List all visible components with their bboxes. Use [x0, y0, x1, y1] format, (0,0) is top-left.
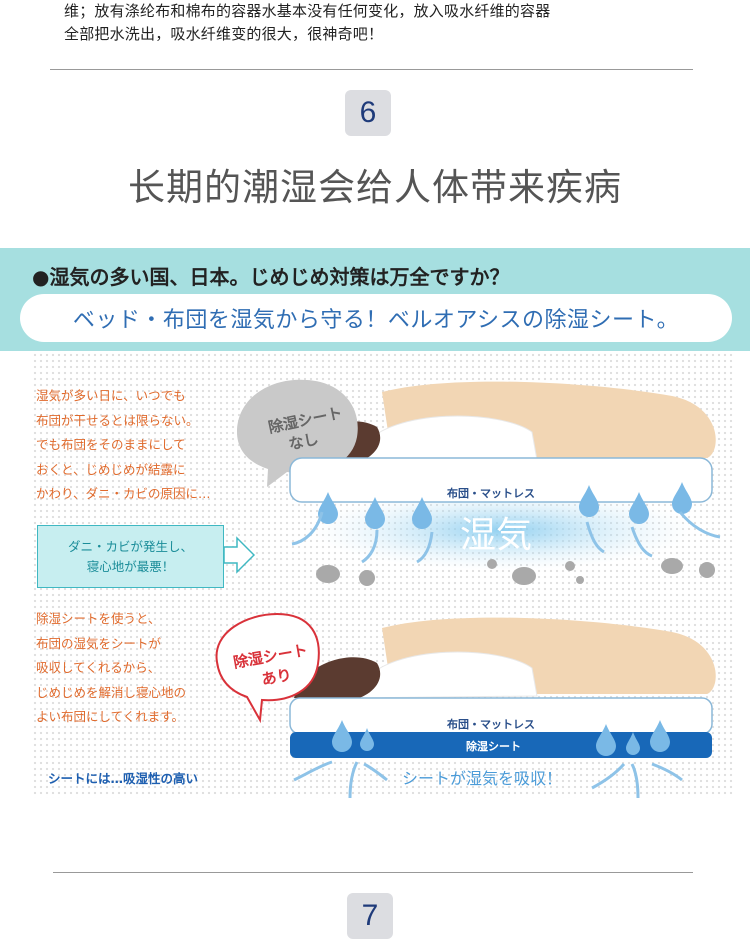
water-drop-icon	[332, 720, 352, 752]
curved-arrow-icon	[363, 762, 388, 782]
mold-spot-icon	[699, 562, 715, 578]
mite-icon	[661, 558, 683, 574]
top-divider	[50, 69, 693, 70]
mold-spot-icon	[487, 559, 497, 569]
next-section-number: 7	[361, 899, 379, 932]
water-drop-icon	[596, 724, 616, 756]
curved-arrow-icon	[678, 511, 721, 539]
humidity-label: 湿気	[460, 515, 532, 556]
mites-warning-box: ダニ・カビが発生し、 寝心地が最悪！	[37, 525, 224, 588]
note-without-sheet: 湿気が多い日に、いつでも 布団が干せるとは限らない。 でも布団をそのままにして …	[36, 384, 211, 507]
note-with-sheet: 除湿シートを使うと、 布団の湿気をシートが 吸収してくれるから、 じめじめを解消…	[36, 607, 186, 730]
note-line: 除湿シートを使うと、	[36, 611, 161, 626]
mite-icon	[512, 567, 536, 585]
curved-arrow-icon	[630, 763, 640, 798]
mold-spot-icon	[359, 570, 375, 586]
mite-icon	[316, 565, 340, 583]
bubble-with-line-2: あり	[260, 666, 293, 689]
curved-arrow-icon	[361, 529, 379, 564]
intro-line-2: 全部把水洗出，吸水纤维变的很大，很神奇吧！	[64, 25, 384, 43]
section-number: 6	[359, 96, 377, 129]
note-line: 吸収してくれるから、	[36, 660, 161, 675]
sheet-tip: シートには…吸湿性の高い	[48, 771, 199, 786]
moisture-arrows-top	[291, 511, 721, 564]
note-line: 布団が干せるとは限らない。	[36, 412, 199, 428]
warning-line-1: ダニ・カビが発生し、	[67, 538, 193, 554]
curved-arrow-icon	[630, 526, 653, 558]
banner: ●湿気の多い国、日本。じめじめ対策は万全ですか？ ベッド・布団を湿気から守る！ベ…	[0, 248, 750, 351]
curved-arrow-icon	[651, 762, 683, 782]
curved-arrow-icon	[585, 521, 605, 554]
water-drop-icon	[365, 497, 385, 529]
absorb-label: シートが湿気を吸収！	[402, 769, 562, 788]
banner-title: ●湿気の多い国、日本。じめじめ対策は万全ですか？	[32, 265, 510, 289]
pillow-icon	[351, 651, 538, 699]
arrow-right-icon	[223, 536, 256, 574]
hair-icon	[294, 657, 381, 700]
section-number-badge: 6	[345, 90, 391, 136]
curved-arrow-icon	[416, 531, 434, 564]
banner-subtitle-text: ベッド・布団を湿気から守る！ベルオアシスの除湿シート。	[72, 308, 680, 333]
intro-line-1: 维；放有涤纶布和棉布的容器水基本没有任何变化，放入吸水纤维的容器	[64, 2, 551, 20]
note-line: よい布団にしてくれます。	[36, 709, 185, 724]
absorb-arrows-bottom	[293, 760, 683, 798]
bubble-without-line-2: なし	[287, 430, 320, 454]
note-line: じめじめを解消し寝心地の	[36, 684, 187, 700]
water-drop-icon	[672, 482, 692, 514]
section-title: 长期的潮湿会给人体带来疾病	[128, 166, 622, 209]
curved-arrow-icon	[293, 760, 333, 782]
speech-bubble-with	[215, 612, 320, 724]
water-drop-icon	[650, 720, 670, 752]
water-drop-icon	[412, 497, 432, 529]
mattress-label-top: 布団・マットレス	[447, 486, 535, 500]
mites-and-mold	[316, 558, 715, 586]
sheet-label: 除湿シート	[466, 739, 521, 753]
mold-spot-icon	[576, 576, 584, 584]
warning-line-2: 寝心地が最悪！	[86, 558, 175, 574]
bottom-divider	[53, 872, 693, 873]
mattress-label-bottom: 布団・マットレス	[447, 717, 535, 731]
illustration-graphics: 除湿シート なし 布団・マットレス 湿気 除湿シート あり 布団・マットレス 除…	[215, 379, 721, 798]
water-drop-icon	[360, 728, 374, 751]
curved-arrow-icon	[591, 763, 626, 790]
water-drop-icon	[318, 492, 338, 524]
water-drops-bottom	[332, 720, 670, 756]
mattress-icon	[289, 457, 713, 503]
note-line: かわり、ダニ・カビの原因に…	[36, 486, 211, 501]
mold-spot-icon	[565, 561, 575, 571]
note-line: 湿気が多い日に、いつでも	[36, 388, 186, 403]
water-drops-top	[318, 482, 692, 529]
note-line: おくと、じめじめが結露に	[36, 461, 186, 477]
note-line: 布団の湿気をシートが	[36, 635, 162, 651]
water-drop-icon	[579, 485, 599, 517]
next-section-number-badge: 7	[347, 893, 393, 939]
illustration: 除湿シート なし 布団・マットレス 湿気 除湿シート あり 布団・マットレス 除…	[32, 352, 734, 798]
curved-arrow-icon	[348, 761, 359, 798]
pillow-icon	[351, 415, 538, 463]
intro-text: 维；放有涤纶布和棉布的容器水基本没有任何变化，放入吸水纤维的容器 全部把水洗出，…	[64, 0, 704, 46]
curved-arrow-icon	[291, 511, 324, 546]
note-line: でも布団をそのままにして	[36, 437, 186, 452]
water-drop-icon	[629, 492, 649, 524]
banner-subtitle: ベッド・布団を湿気から守る！ベルオアシスの除湿シート。	[20, 294, 732, 342]
water-drop-icon	[626, 732, 640, 755]
